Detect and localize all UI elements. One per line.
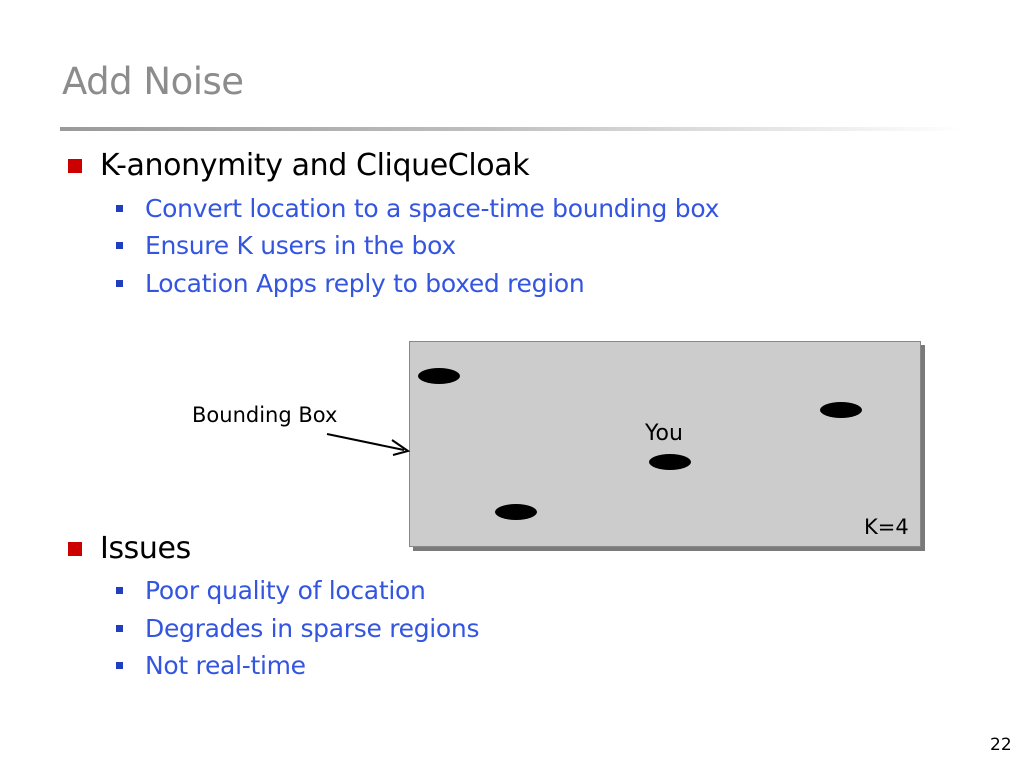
sub-bullet: Poor quality of location [113,576,913,608]
k-value-label: K=4 [864,515,909,539]
sub-bullet-text: Not real-time [145,651,306,680]
user-marker [418,368,460,384]
bullet-heading: Issues [100,531,191,566]
red-square-bullet-icon [68,542,82,556]
sub-bullet-text: Location Apps reply to boxed region [145,269,585,298]
bullet-issues: Issues [64,531,964,571]
sub-bullet-text: Convert location to a space-time boundin… [145,194,720,223]
sub-bullet: Ensure K users in the box [113,231,913,263]
sub-bullet-text: Ensure K users in the box [145,231,456,260]
bullet-heading: K-anonymity and CliqueCloak [100,148,530,183]
blue-square-bullet-icon [116,662,123,669]
blue-square-bullet-icon [116,587,123,594]
arrow-head-icon [391,439,411,456]
bounding-box [409,341,921,547]
sub-bullet: Not real-time [113,651,913,683]
user-marker [820,402,862,418]
sub-bullet: Location Apps reply to boxed region [113,269,913,301]
user-marker [495,504,537,520]
sub-bullet-text: Poor quality of location [145,576,426,605]
slide-title: Add Noise [62,60,244,103]
sub-bullet: Degrades in sparse regions [113,614,913,646]
bullet-k-anonymity: K-anonymity and CliqueCloak [64,148,964,188]
sub-bullet: Convert location to a space-time boundin… [113,194,913,226]
sub-bullet-text: Degrades in sparse regions [145,614,480,643]
blue-square-bullet-icon [116,280,123,287]
you-label: You [645,421,683,446]
page-number: 22 [990,735,1012,755]
title-divider [60,127,965,131]
arrow-shaft [326,433,405,451]
bounding-box-label: Bounding Box [192,403,338,427]
user-marker-you [649,454,691,470]
blue-square-bullet-icon [116,625,123,632]
blue-square-bullet-icon [116,205,123,212]
blue-square-bullet-icon [116,242,123,249]
red-square-bullet-icon [68,159,82,173]
